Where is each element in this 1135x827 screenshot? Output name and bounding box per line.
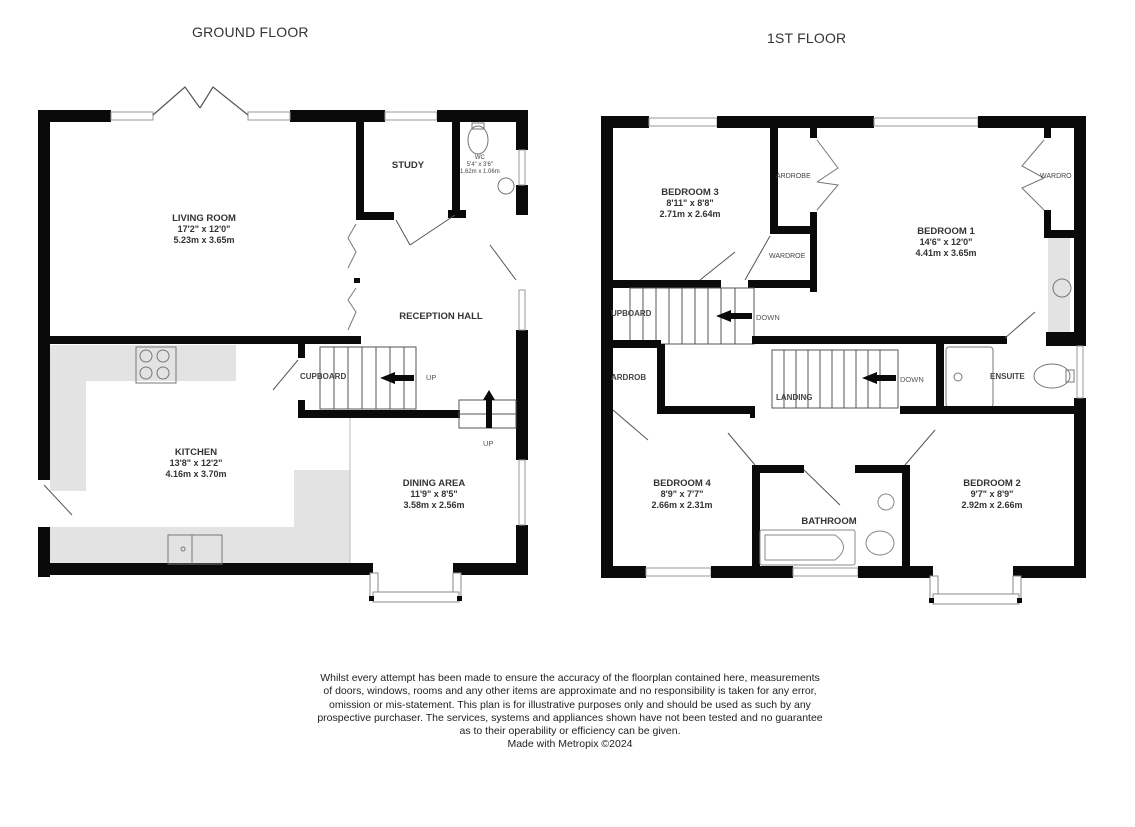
first-floor-title: 1ST FLOOR [767, 30, 847, 46]
stairs-down-label: DOWN [756, 313, 780, 322]
room-label-dining-area: DINING AREA 11'9" x 8'5" 3.58m x 2.56m [402, 478, 466, 510]
room-label-bedroom-3: BEDROOM 3 8'11" x 8'8" 2.71m x 2.64m [659, 187, 721, 219]
stairs-up-label: UP [426, 373, 437, 382]
room-label-bathroom: BATHROOM [801, 516, 857, 527]
room-label-bedroom-2: BEDROOM 2 9'7" x 8'9" 2.92m x 2.66m [961, 478, 1023, 510]
room-label-reception-hall: RECEPTION HALL [399, 311, 483, 322]
room-label-wardrobe-bedroom3: ARDROBE [776, 173, 811, 180]
room-label-ensuite: ENSUITE [990, 372, 1025, 381]
stairs-up-label-2: UP [483, 439, 494, 448]
room-label-wardrobe-landing: ARDROB [611, 373, 647, 382]
room-label-landing: LANDING [776, 393, 813, 402]
ground-floor-title: GROUND FLOOR [192, 24, 309, 40]
room-label-wardrobe-small: WARDROE [769, 253, 806, 260]
ground-floor-plan [38, 86, 528, 603]
room-label-study: STUDY [391, 160, 425, 171]
room-label-cupboard: CUPBOARD [300, 372, 347, 381]
disclaimer: Whilst every attempt has been made to en… [270, 672, 870, 752]
room-label-living-room: LIVING ROOM 17'2" x 12'0" 5.23m x 3.65m [172, 213, 236, 245]
room-label-kitchen: KITCHEN 13'8" x 12'2" 4.16m x 3.70m [165, 447, 227, 479]
room-label-bedroom-1: BEDROOM 1 14'6" x 12'0" 4.41m x 3.65m [915, 226, 977, 258]
stairs-down-label-2: DOWN [900, 375, 924, 384]
room-label-bedroom-4: BEDROOM 4 8'9" x 7'7" 2.66m x 2.31m [651, 478, 713, 510]
room-label-wardrobe-bedroom1: WARDRO [1040, 173, 1072, 180]
room-label-wc: WC 5'4" x 3'6" 1.62m x 1.06m [460, 155, 500, 175]
credit: Made with Metropix ©2024 [507, 738, 633, 751]
room-label-cupboard-first: UPBOARD [611, 309, 652, 318]
first-floor-plan [601, 116, 1086, 605]
